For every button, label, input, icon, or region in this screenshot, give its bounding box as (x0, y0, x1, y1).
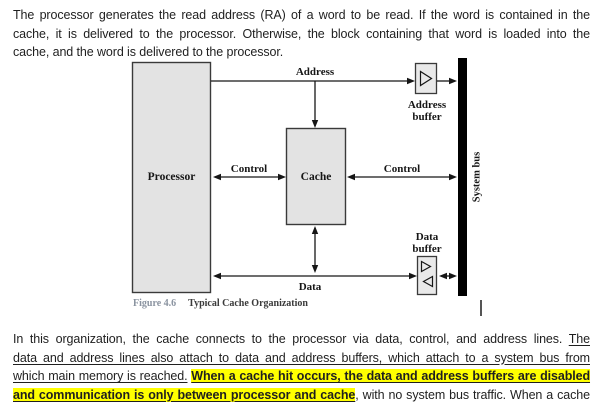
highlighted-text: When a cache hit occurs, the data and ad… (191, 369, 591, 384)
text-segment: cache, and the word is delivered to the … (13, 45, 284, 60)
address-buffer-label: Address buffer (391, 99, 463, 123)
arrowheads (213, 77, 457, 280)
figure-caption-number: Figure 4.6 (133, 298, 177, 309)
text-segment: cache, it is delivered to the processor.… (13, 26, 590, 41)
cache-box-label: Cache (300, 171, 332, 183)
address-buffer-label-line2: buffer (412, 111, 442, 123)
top-paragraph[interactable]: The processor generates the read address… (13, 6, 590, 62)
data-buffer-box (416, 255, 438, 296)
processor-box-label: Processor (147, 171, 196, 183)
text-line: cache, it is delivered to the processor.… (13, 25, 590, 44)
text-line: and communication is only between proces… (13, 386, 590, 404)
system-bus-bar (458, 58, 467, 296)
text-line: cache, and the word is delivered to the … (13, 43, 590, 62)
text-line: data and address lines also attach to da… (13, 349, 590, 368)
processor-box (131, 61, 212, 294)
text-line: The processor generates the read address… (13, 6, 590, 25)
data-buffer-label-line2: buffer (412, 243, 442, 255)
text-segment: data and address lines also attach to da… (13, 350, 590, 365)
system-bus-label: System bus (471, 151, 483, 203)
text-cursor (480, 300, 482, 316)
text-segment: In this organization, the cache connects… (13, 332, 569, 346)
text-segment: which main memory is reached. (13, 369, 188, 384)
highlighted-text: and communication is only between proces… (13, 387, 356, 402)
text-line: In this organization, the cache connects… (13, 330, 590, 349)
text-segment: The processor generates the read address… (13, 8, 590, 22)
address-buffer-box (414, 62, 438, 95)
data-line-label: Data (298, 281, 322, 293)
text-segment: The (568, 332, 590, 346)
text-line: which main memory is reached. When a cac… (13, 367, 590, 386)
control-right-line-label: Control (383, 163, 421, 175)
bidirectional-buffer-triangles-icon (420, 260, 434, 288)
address-line-label: Address (295, 66, 335, 78)
figure-caption-title: Typical Cache Organization (188, 298, 308, 309)
figure-caption: Figure 4.6 Typical Cache Organization (133, 298, 308, 309)
cache-box (285, 127, 347, 226)
bottom-paragraph[interactable]: In this organization, the cache connects… (13, 330, 590, 404)
data-buffer-label-line1: Data (415, 231, 439, 243)
address-buffer-label-line1: Address (407, 99, 447, 111)
text-segment: , with no system bus traffic. When a cac… (355, 387, 590, 402)
control-left-line-label: Control (230, 163, 268, 175)
data-buffer-label: Data buffer (391, 231, 463, 255)
right-triangle-buffer-icon (419, 70, 433, 87)
